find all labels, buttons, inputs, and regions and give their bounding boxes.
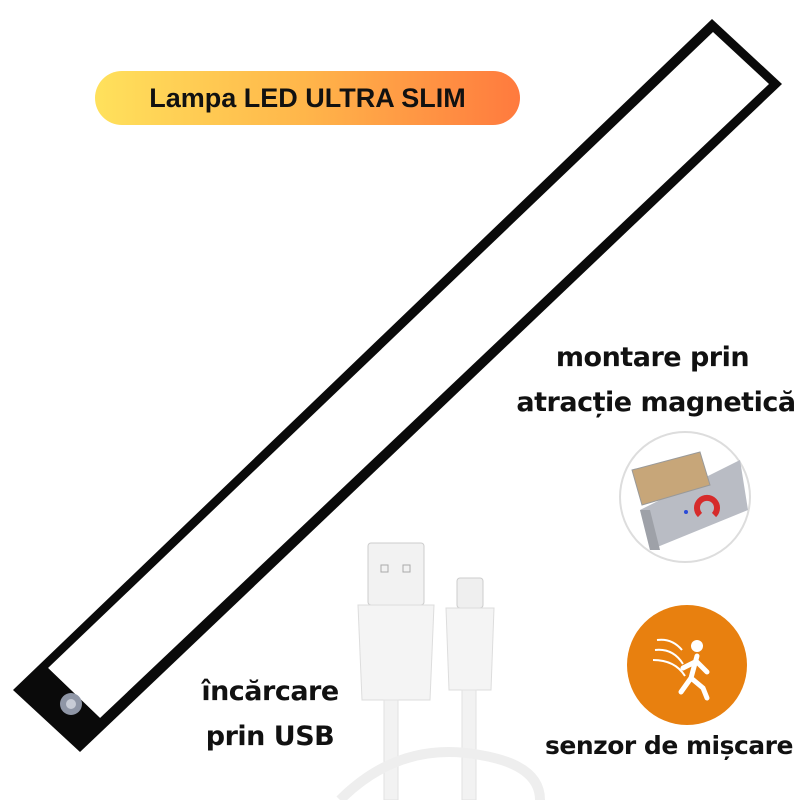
motion-sensor-icon	[627, 605, 747, 725]
usb-label-line1: încărcare	[201, 676, 339, 707]
usb-label-line2: prin USB	[205, 721, 335, 752]
magnet-mount-icon	[619, 431, 751, 563]
led-bar	[13, 19, 782, 752]
magnetic-label-line1: montare prin	[555, 342, 750, 373]
title-badge: Lampa LED ULTRA SLIM	[95, 71, 520, 125]
usb-cable-icon	[336, 542, 545, 800]
magnetic-label-line2: atracție magnetică	[516, 387, 796, 418]
sensor-label: senzor de mișcare	[545, 731, 793, 760]
title-text: Lampa LED ULTRA SLIM	[149, 82, 466, 113]
